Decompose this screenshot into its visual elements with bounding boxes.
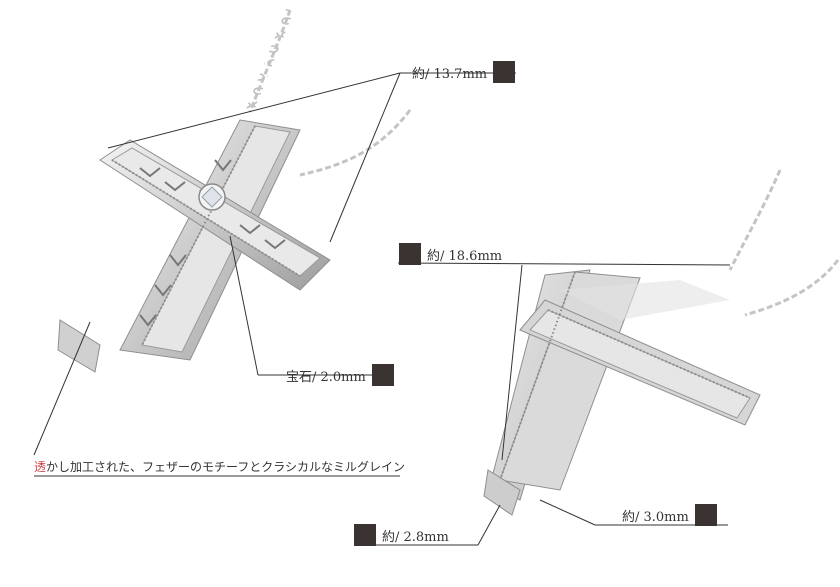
feature-caption: 透かし加工された、フェザーのモチーフとクラシカルなミルグレイン: [34, 458, 405, 475]
caption-accent: 透: [34, 460, 47, 474]
top-width-text: 約/ 13.7mm: [412, 66, 488, 82]
gem-text: 宝石/ 2.0mm: [286, 369, 366, 385]
thickness-text: 約/ 2.8mm: [382, 529, 449, 545]
right-cross: [483, 269, 761, 516]
depth-text: 約/ 3.0mm: [622, 509, 689, 525]
caption-text: かし加工された、フェザーのモチーフとクラシカルなミルグレイン: [46, 460, 406, 474]
marker-square: [493, 61, 516, 83]
dimension-lines: [33, 72, 731, 546]
thickness-label: 約/ 2.8mm: [354, 524, 449, 546]
left-chain: [246, 8, 412, 177]
depth-label: 約/ 3.0mm: [622, 504, 717, 526]
right-width-text: 約/ 18.6mm: [427, 248, 503, 264]
top-width-label: 約/ 13.7mm: [412, 61, 516, 83]
marker-square: [371, 364, 394, 386]
marker-square: [694, 504, 717, 526]
gem-label: 宝石/ 2.0mm: [286, 364, 394, 386]
left-cross: [57, 119, 331, 373]
right-width-label: 約/ 18.6mm: [399, 243, 502, 265]
marker-square: [354, 524, 376, 546]
marker-square: [399, 243, 421, 265]
right-chain: [728, 169, 840, 317]
